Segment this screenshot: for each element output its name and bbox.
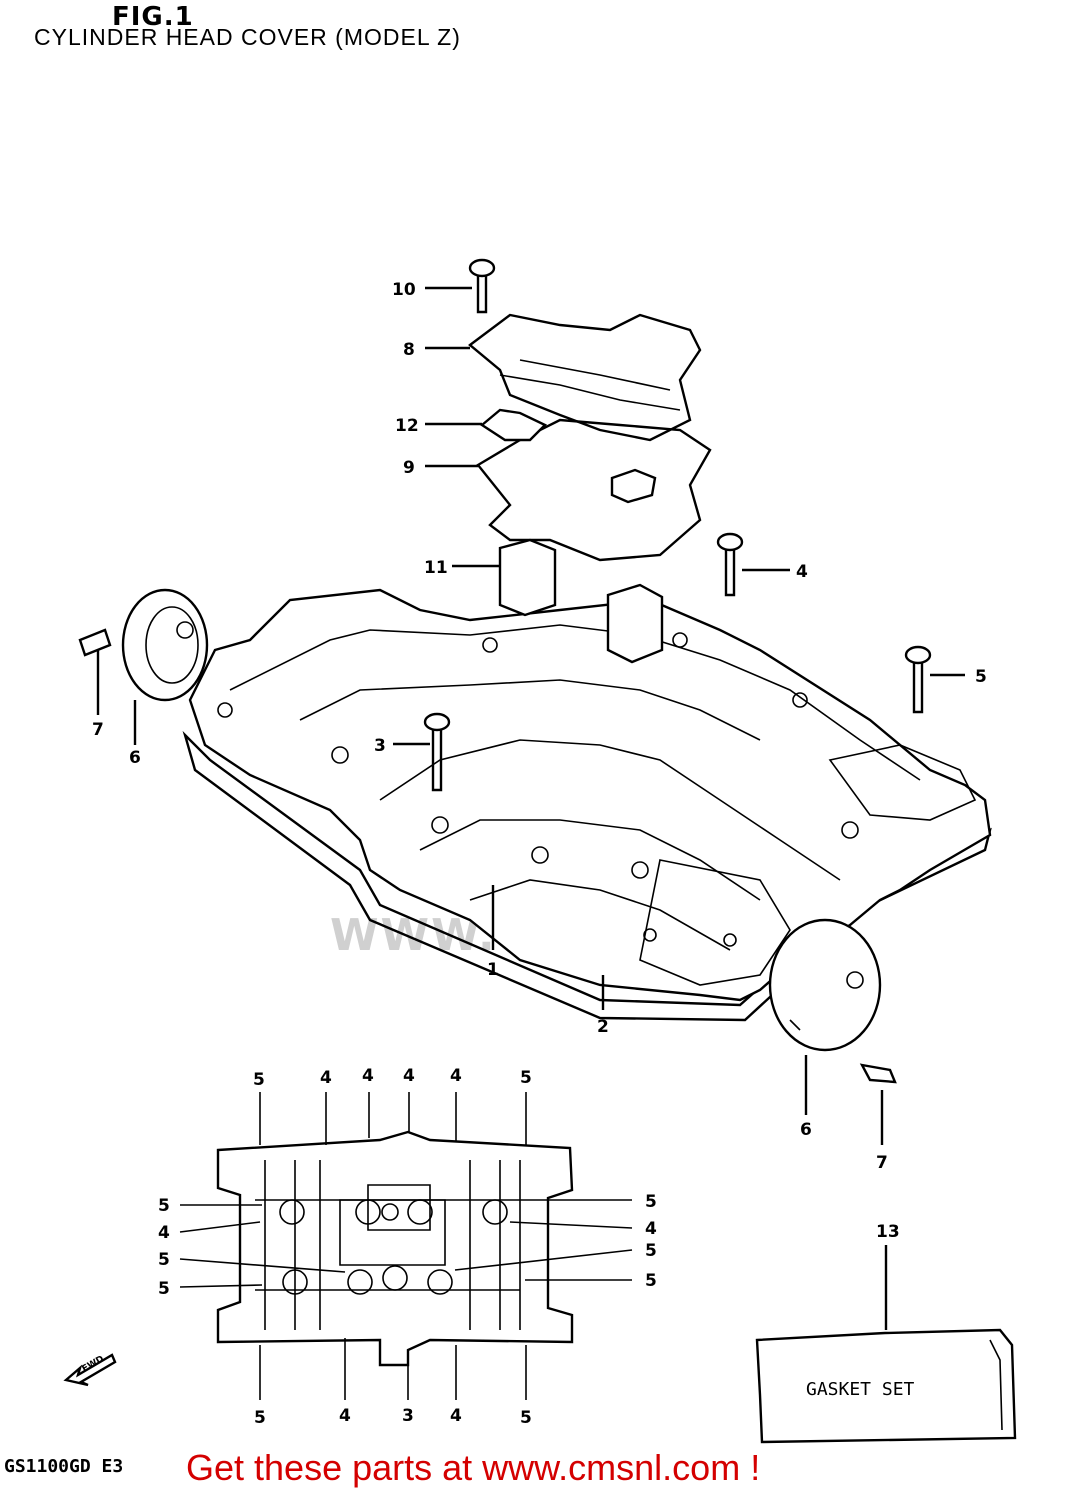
end-cap-right (768, 918, 882, 1052)
plan-callouts-bottom: 5 4 3 4 5 (254, 1406, 532, 1428)
bolt-4 (716, 532, 744, 597)
main-leader-lines (96, 286, 965, 1145)
plan-right-callout: 5 (645, 1192, 657, 1212)
breather-gasket (476, 418, 712, 562)
main-callouts: 10 8 12 9 11 4 5 3 7 6 1 2 6 7 (92, 280, 987, 1173)
plan-top-callout: 5 (520, 1068, 532, 1088)
callout-2: 2 (597, 1017, 609, 1037)
bolt-layout-plan-view (216, 1130, 574, 1367)
callout-13: 13 (876, 1222, 900, 1242)
plan-top-callout: 4 (362, 1066, 374, 1086)
plan-left-callout: 5 (158, 1250, 170, 1270)
plan-bottom-callout: 3 (402, 1406, 414, 1426)
plan-top-callout: 4 (403, 1066, 415, 1086)
plan-leader-lines (179, 1092, 633, 1400)
breather-plate (479, 408, 548, 442)
callout-6-left: 6 (129, 748, 141, 768)
callout-5: 5 (975, 667, 987, 687)
plan-top-callout: 5 (253, 1070, 265, 1090)
callout-10: 10 (392, 280, 416, 300)
breather-cover (468, 313, 702, 442)
bolt-5 (904, 645, 932, 714)
callout-9: 9 (403, 458, 415, 478)
plan-callouts-left: 5 4 5 5 (158, 1196, 170, 1299)
callout-11: 11 (424, 558, 448, 578)
plan-left-callout: 4 (158, 1223, 170, 1243)
plan-bottom-callout: 5 (520, 1408, 532, 1428)
head-cover-body (188, 588, 992, 1002)
bolt-10 (468, 258, 496, 314)
callout-12: 12 (395, 416, 419, 436)
plug-right (859, 1063, 897, 1084)
plan-right-callout: 5 (645, 1271, 657, 1291)
plan-bottom-callout: 4 (450, 1406, 462, 1426)
figure-title: FIG.1 (112, 2, 194, 32)
filter-element-a (498, 538, 557, 617)
cylinder-head-cover-drawing (78, 258, 992, 1084)
cover-bolt-bosses (217, 632, 859, 947)
callout-1: 1 (487, 960, 499, 980)
plug-left (78, 628, 112, 657)
plan-bottom-callout: 5 (254, 1408, 266, 1428)
plan-right-callout: 5 (645, 1241, 657, 1261)
callout-7-left: 7 (92, 720, 104, 740)
fwd-label: FWD (81, 1354, 106, 1374)
filter-element-c (610, 468, 657, 504)
plan-top-callout: 4 (320, 1068, 332, 1088)
figure-subtitle: CYLINDER HEAD COVER (MODEL Z) (34, 24, 461, 50)
callout-4: 4 (796, 562, 808, 582)
plan-top-callout: 4 (450, 1066, 462, 1086)
gasket-set-label: GASKET SET (806, 1379, 915, 1400)
callout-8: 8 (403, 340, 415, 360)
end-cap-left (121, 588, 209, 702)
callout-3: 3 (374, 736, 386, 756)
promo-link-text[interactable]: Get these parts at www.cmsnl.com ! (186, 1447, 761, 1488)
plan-right-callout: 4 (645, 1219, 657, 1239)
callout-6-right: 6 (800, 1120, 812, 1140)
plan-left-callout: 5 (158, 1279, 170, 1299)
plan-bottom-callout: 4 (339, 1406, 351, 1426)
filter-element-b (606, 583, 664, 664)
gasket-set-box: 13 GASKET SET (755, 1222, 1017, 1444)
plan-callouts-top: 5 4 4 4 4 5 (253, 1066, 532, 1090)
plan-callouts-right: 5 4 5 5 (645, 1192, 657, 1291)
model-code: GS1100GD E3 (4, 1456, 124, 1477)
forward-arrow-icon: FWD (63, 1353, 117, 1387)
callout-7-right: 7 (876, 1153, 888, 1173)
bolt-3 (423, 712, 451, 792)
head-cover-gasket (182, 730, 992, 1022)
plan-left-callout: 5 (158, 1196, 170, 1216)
